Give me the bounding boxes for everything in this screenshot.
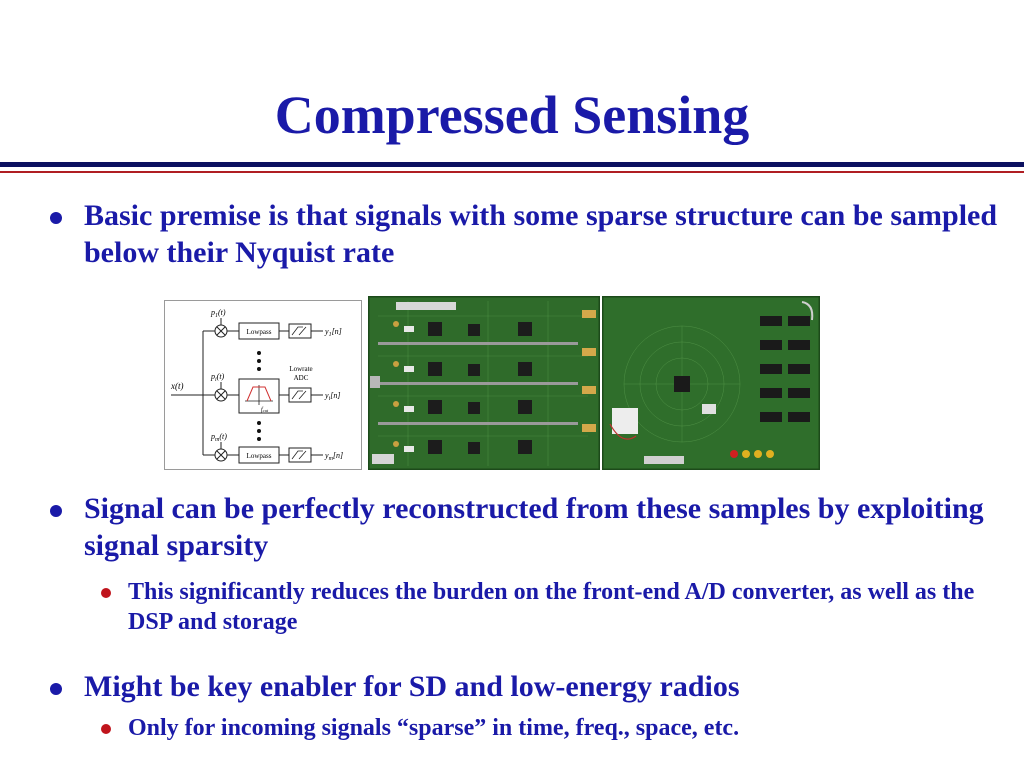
bullet-dot-3: [50, 683, 62, 695]
adc-label-1: Lowrate: [289, 365, 312, 373]
svg-text:pm(t): pm(t): [210, 432, 227, 443]
bullet-dot-2: [50, 505, 62, 517]
block-diagram: x(t) p1(t) pi(t) pm(t): [164, 300, 362, 470]
block-diagram-svg: x(t) p1(t) pi(t) pm(t): [170, 308, 343, 464]
ellipsis-dots: [257, 351, 261, 441]
bullet-dot-1: [50, 212, 62, 224]
pcb-photo-1-svg: [368, 296, 600, 470]
bullet-1-text: Basic premise is that signals with some …: [84, 199, 998, 269]
sub-bullet-dot-2-1: [101, 588, 111, 598]
adc-label-2: ADC: [294, 374, 309, 382]
sub-bullet-dot-3-1: [101, 724, 111, 734]
sub-bullet-3-1-text: Only for incoming signals “sparse” in ti…: [128, 715, 740, 741]
output-m: ym[n]: [324, 451, 343, 462]
bullet-2-text: Signal can be perfectly reconstructed fr…: [84, 492, 984, 562]
pcb-photo-2-svg: [602, 296, 820, 470]
adc-bottom: [288, 447, 312, 463]
pcb-photo-2: [602, 296, 820, 470]
mixer-m: pm(t): [210, 432, 228, 462]
input-label: x(t): [170, 381, 184, 391]
sub-bullet-2-1-text: This significantly reduces the burden on…: [128, 579, 975, 635]
svg-text:p1(t): p1(t): [210, 308, 226, 319]
svg-text:Lowpass: Lowpass: [247, 452, 272, 460]
svg-text:pi(t): pi(t): [210, 372, 225, 383]
svg-text:Lowpass: Lowpass: [247, 328, 272, 336]
title-rule-blue: [0, 162, 1024, 167]
mixer-1: p1(t): [210, 308, 228, 338]
svg-text:fcut: fcut: [261, 406, 269, 413]
figure: x(t) p1(t) pi(t) pm(t): [164, 296, 820, 470]
slide-title: Compressed Sensing: [274, 85, 750, 145]
pcb-photo-1: [368, 296, 600, 470]
lowpass-filter-middle: fcut: [238, 378, 280, 414]
mixer-i: pi(t): [210, 372, 228, 402]
lowpass-filter-bottom: Lowpass: [238, 446, 280, 464]
bullet-3-text: Might be key enabler for SD and low-ener…: [84, 670, 740, 703]
output-i: yi[n]: [324, 391, 340, 402]
adc-middle: [288, 387, 312, 403]
lowpass-filter-top: Lowpass: [238, 322, 280, 340]
output-1: y1[n]: [324, 327, 342, 338]
adc-top: [288, 323, 312, 339]
title-rule-red: [0, 171, 1024, 173]
